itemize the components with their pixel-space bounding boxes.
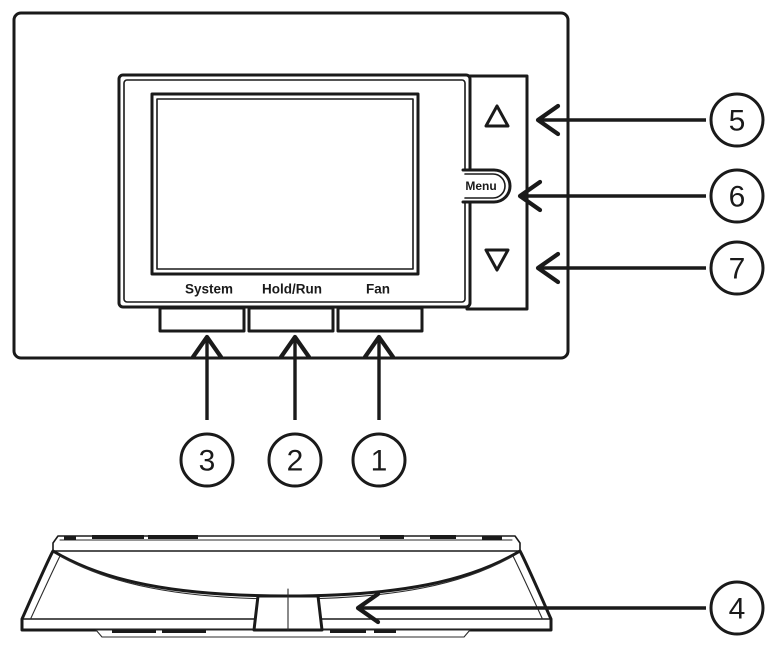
menu-button-inner-line bbox=[464, 173, 506, 199]
bottom-view-inner-contour bbox=[30, 555, 543, 619]
soft-key-label-fan: Fan bbox=[366, 282, 390, 297]
callout-6: 6 bbox=[709, 168, 765, 224]
lcd-screen-outer bbox=[150, 92, 420, 276]
callout-2-number: 2 bbox=[287, 445, 304, 478]
triangle-up-icon[interactable] bbox=[484, 104, 510, 128]
callout-4: 4 bbox=[709, 580, 765, 636]
callout-3: 3 bbox=[179, 432, 235, 488]
callout-3-number: 3 bbox=[199, 445, 216, 478]
callout-leader-7 bbox=[535, 251, 706, 285]
callout-leader-3 bbox=[190, 334, 224, 420]
bottom-view-foot-ticks bbox=[112, 630, 396, 633]
callout-leader-1 bbox=[362, 334, 396, 420]
triangle-down-icon[interactable] bbox=[484, 248, 510, 272]
callout-7-number: 7 bbox=[729, 253, 746, 286]
menu-button[interactable] bbox=[461, 168, 512, 204]
callout-leader-2 bbox=[278, 334, 312, 420]
fan-button[interactable] bbox=[336, 306, 424, 333]
callout-leader-4 bbox=[355, 591, 706, 625]
callout-4-number: 4 bbox=[729, 593, 746, 626]
callout-leader-6 bbox=[517, 179, 706, 213]
callout-5: 5 bbox=[709, 92, 765, 148]
callout-1: 1 bbox=[351, 432, 407, 488]
callout-leader-5 bbox=[535, 103, 706, 137]
soft-key-label-system: System bbox=[185, 282, 233, 297]
system-button[interactable] bbox=[158, 306, 246, 333]
callout-5-number: 5 bbox=[729, 105, 746, 138]
lcd-screen bbox=[156, 98, 414, 270]
callout-1-number: 1 bbox=[371, 445, 388, 478]
callout-2: 2 bbox=[267, 432, 323, 488]
soft-key-label-hold-run: Hold/Run bbox=[262, 282, 322, 297]
menu-button-label: Menu bbox=[465, 179, 496, 193]
callout-6-number: 6 bbox=[729, 181, 746, 214]
bottom-view-vent-ticks bbox=[64, 535, 502, 540]
callout-7: 7 bbox=[709, 240, 765, 296]
hold-run-button[interactable] bbox=[247, 306, 335, 333]
